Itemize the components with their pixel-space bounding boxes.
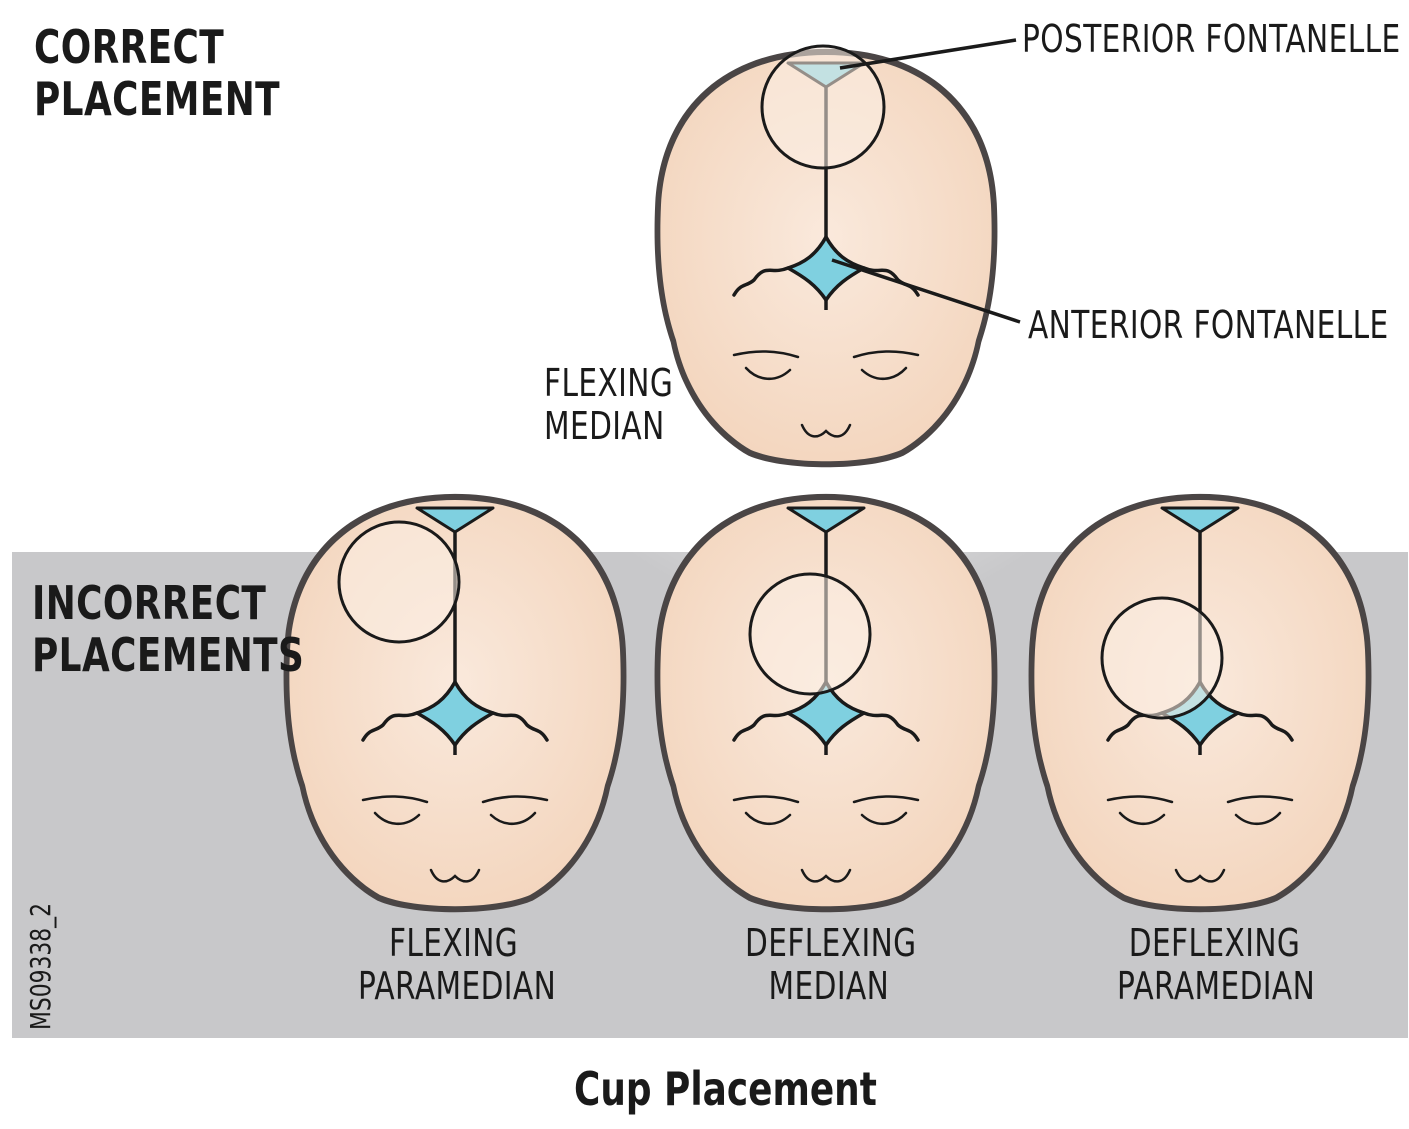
flexing-paramedian-label-line-1: FLEXING (358, 922, 549, 965)
head-flexing-median (655, 46, 998, 467)
flexing-median-label: FLEXING MEDIAN (544, 362, 673, 447)
deflexing-paramedian-label: DEFLEXING PARAMEDIAN (1117, 922, 1312, 1007)
vacuum-cup-circle (339, 522, 459, 642)
deflexing-median-label: DEFLEXING MEDIAN (745, 922, 913, 1007)
deflexing-paramedian-label-line-2: PARAMEDIAN (1117, 965, 1312, 1008)
anterior-fontanelle-label: ANTERIOR FONTANELLE (1028, 304, 1389, 347)
deflexing-median-label-line-1: DEFLEXING (745, 922, 913, 965)
deflexing-median-label-line-2: MEDIAN (745, 965, 913, 1008)
incorrect-heading-line-2: PLACEMENTS (32, 630, 304, 682)
deflexing-paramedian-label-line-1: DEFLEXING (1117, 922, 1312, 965)
vacuum-cup-circle (750, 574, 870, 694)
head-flexing-paramedian (284, 494, 627, 912)
diagram-caption: Cup Placement (574, 1064, 877, 1116)
flexing-paramedian-label-line-2: PARAMEDIAN (358, 965, 549, 1008)
flexing-median-label-line-1: FLEXING (544, 362, 673, 405)
head-deflexing-median (655, 494, 998, 912)
correct-heading-line-2: PLACEMENT (34, 74, 280, 126)
vacuum-cup-circle (1102, 598, 1222, 718)
incorrect-heading-line-1: INCORRECT (32, 578, 304, 630)
flexing-median-label-line-2: MEDIAN (544, 405, 673, 448)
correct-placement-heading: CORRECT PLACEMENT (34, 22, 280, 125)
posterior-fontanelle-label: POSTERIOR FONTANELLE (1022, 18, 1401, 61)
incorrect-placements-heading: INCORRECT PLACEMENTS (32, 578, 304, 681)
figure-code: MS09338_2 (24, 903, 57, 1030)
head-deflexing-paramedian (1029, 494, 1372, 912)
flexing-paramedian-label: FLEXING PARAMEDIAN (358, 922, 549, 1007)
correct-heading-line-1: CORRECT (34, 22, 280, 74)
